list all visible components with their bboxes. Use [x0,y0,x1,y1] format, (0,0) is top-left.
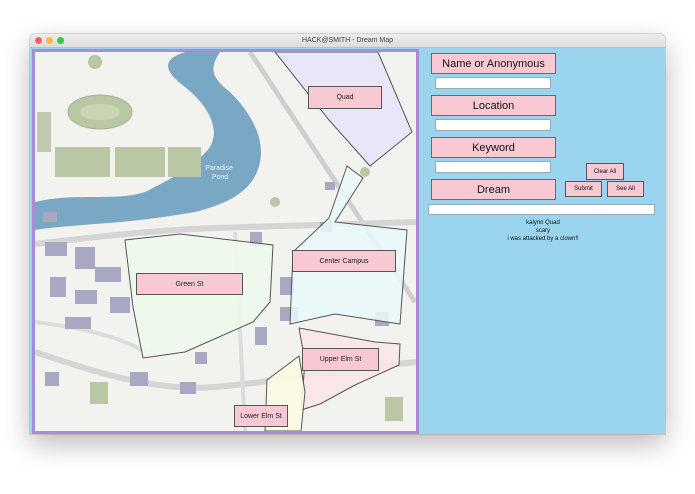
area-label-quad[interactable]: Quad [308,86,382,109]
pond-label-line1: Paradise [205,165,233,172]
area-label-center-campus[interactable]: Center Campus [292,250,396,272]
name-input[interactable] [435,77,551,89]
title-bar: HACK@SMITH - Dream Map [30,34,665,48]
maximize-icon[interactable] [57,37,64,44]
area-quad[interactable] [274,52,413,167]
close-icon[interactable] [35,37,42,44]
dream-input[interactable] [428,204,655,215]
see-all-button[interactable]: See All [607,181,644,197]
minimize-icon[interactable] [46,37,53,44]
result-dream: i was attacked by a clown!! [507,236,579,242]
pond-label-line2: Pond [212,174,228,181]
area-label-green-st[interactable]: Green St [136,273,243,295]
area-center-campus[interactable] [289,165,408,325]
location-label-button[interactable]: Location [431,95,556,116]
dream-label-button[interactable]: Dream [431,179,556,200]
area-label-lower-elm-st[interactable]: Lower Elm St [234,405,288,427]
app-window: HACK@SMITH - Dream Map Paradise Pond [30,34,665,434]
name-label-button[interactable]: Name or Anonymous [431,53,556,74]
submit-button[interactable]: Submit [565,181,602,197]
keyword-label-button[interactable]: Keyword [431,137,556,158]
campus-map[interactable]: Paradise Pond [32,49,419,434]
window-title: HACK@SMITH - Dream Map [301,37,394,44]
location-input[interactable] [435,119,551,131]
pond-label: Paradise Pond [205,165,235,181]
area-green-st[interactable] [124,233,274,359]
map-base: Paradise Pond [35,52,416,431]
area-label-upper-elm-st[interactable]: Upper Elm St [302,348,379,371]
result-keyword: scary [535,228,551,234]
result-name-location: kalynn Quad [526,220,560,226]
keyword-input[interactable] [435,161,551,173]
clear-all-button[interactable]: Clear All [586,163,624,180]
